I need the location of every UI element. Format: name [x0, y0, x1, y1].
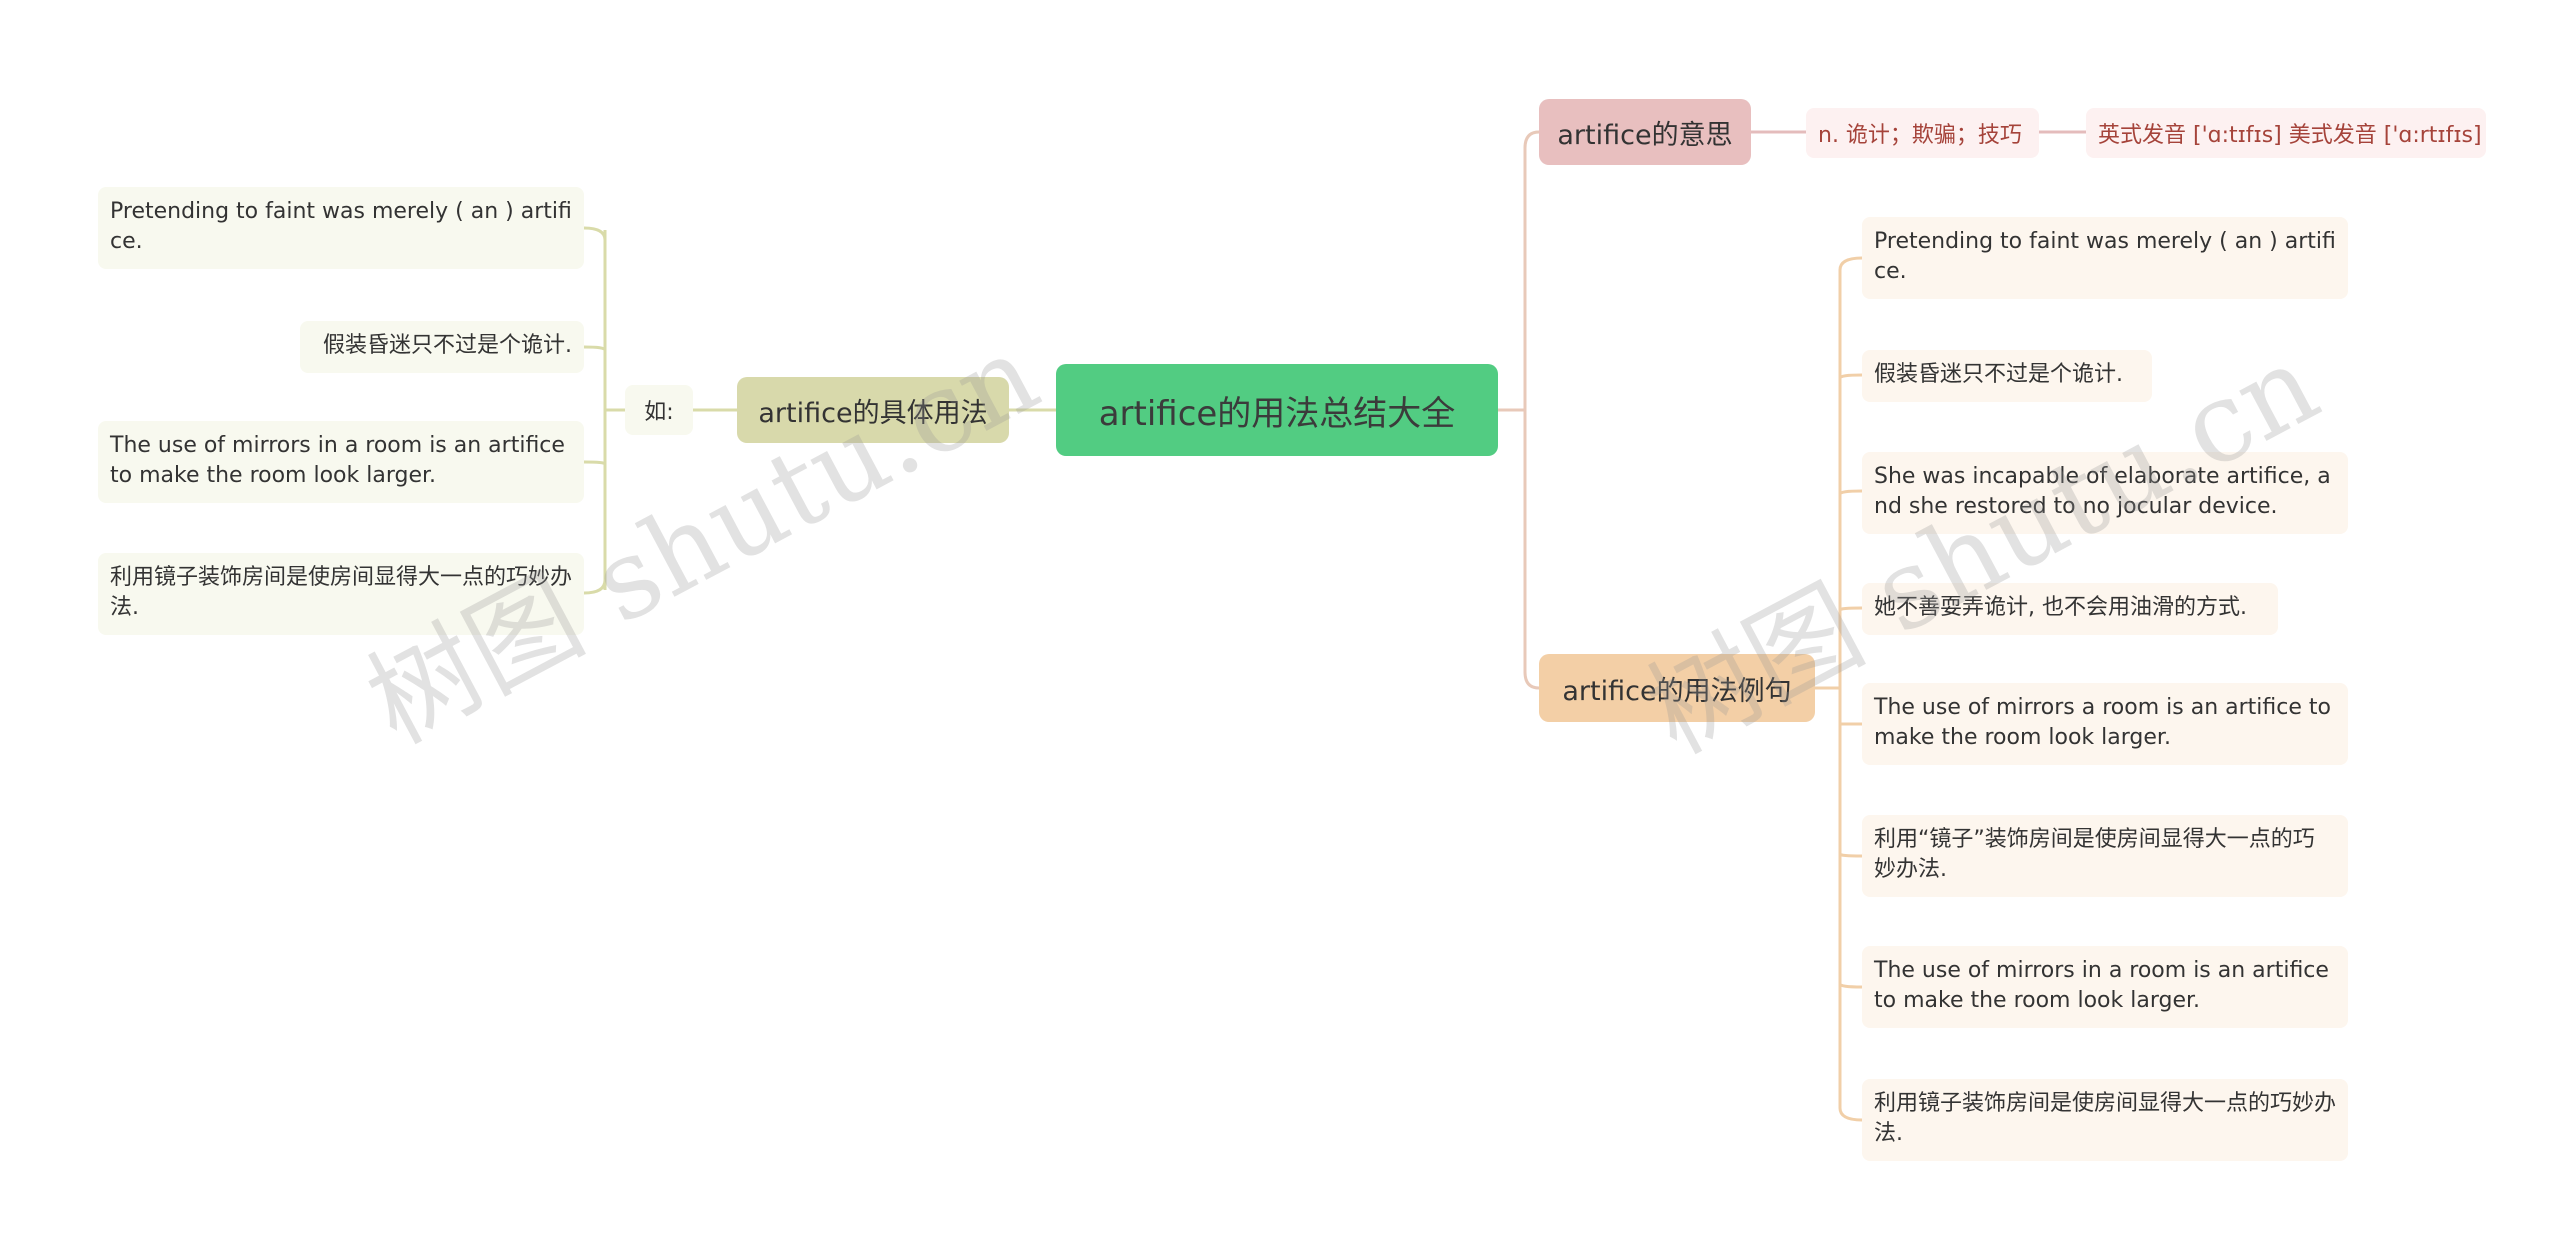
leaf-text: 假装昏迷只不过是个诡计. — [323, 333, 572, 358]
right-leaf-4[interactable]: 她不善耍弄诡计, 也不会用油滑的方式. — [1862, 583, 2278, 635]
right-leaf-3[interactable]: She was incapable of elaborate artifice,… — [1862, 452, 2348, 534]
left-leaf-2[interactable]: 假装昏迷只不过是个诡计. — [300, 321, 584, 373]
branch-meaning[interactable]: artifice的意思 — [1539, 99, 1751, 165]
left-leaf-4[interactable]: 利用镜子装饰房间是使房间显得大一点的巧妙办法. — [98, 553, 584, 635]
definition-text: n. 诡计；欺骗；技巧 — [1818, 123, 2022, 148]
connector-examples-leaves — [1815, 256, 1863, 1122]
center-topic[interactable]: artifice的用法总结大全 — [1056, 364, 1498, 456]
right-leaf-6[interactable]: 利用“镜子”装饰房间是使房间显得大一点的巧妙办法. — [1862, 815, 2348, 897]
pronunciation-text: 英式发音 ['ɑ:tɪfɪs] 美式发音 ['ɑ:rtɪfɪs] — [2098, 123, 2482, 148]
leaf-text: The use of mirrors in a room is an artif… — [1874, 958, 2329, 1013]
center-topic-label: artifice的用法总结大全 — [1098, 393, 1456, 434]
right-leaf-7[interactable]: The use of mirrors in a room is an artif… — [1862, 946, 2348, 1028]
connector-sub-leaves — [583, 226, 625, 595]
right-leaf-1[interactable]: Pretending to faint was merely ( an ) ar… — [1862, 217, 2348, 299]
leaf-text: Pretending to faint was merely ( an ) ar… — [1874, 229, 2336, 284]
leaf-text: 她不善耍弄诡计, 也不会用油滑的方式. — [1874, 595, 2247, 620]
right-leaf-8[interactable]: 利用镜子装饰房间是使房间显得大一点的巧妙办法. — [1862, 1079, 2348, 1161]
meaning-pronunciation[interactable]: 英式发音 ['ɑ:tɪfɪs] 美式发音 ['ɑ:rtɪfɪs] — [2086, 108, 2486, 158]
right-leaf-2[interactable]: 假装昏迷只不过是个诡计. — [1862, 350, 2152, 402]
leaf-text: 利用镜子装饰房间是使房间显得大一点的巧妙办法. — [1874, 1091, 2337, 1146]
left-leaf-3[interactable]: The use of mirrors in a room is an artif… — [98, 421, 584, 503]
sub-topic-examples-intro[interactable]: 如: — [625, 385, 693, 435]
sub-topic-label: 如: — [644, 400, 674, 425]
branch-specific-usage-label: artifice的具体用法 — [758, 397, 988, 429]
branch-example-sentences[interactable]: artifice的用法例句 — [1539, 654, 1815, 722]
left-leaf-1[interactable]: Pretending to faint was merely ( an ) ar… — [98, 187, 584, 269]
leaf-text: 利用“镜子”装饰房间是使房间显得大一点的巧妙办法. — [1874, 827, 2315, 882]
branch-specific-usage[interactable]: artifice的具体用法 — [737, 377, 1009, 443]
leaf-text: 利用镜子装饰房间是使房间显得大一点的巧妙办法. — [110, 565, 573, 620]
branch-meaning-label: artifice的意思 — [1557, 119, 1733, 151]
leaf-text: The use of mirrors a room is an artifice… — [1874, 695, 2331, 750]
connector-center-right — [1498, 130, 1540, 690]
leaf-text: The use of mirrors in a room is an artif… — [110, 433, 565, 488]
right-leaf-5[interactable]: The use of mirrors a room is an artifice… — [1862, 683, 2348, 765]
leaf-text: She was incapable of elaborate artifice,… — [1874, 464, 2331, 519]
branch-example-sentences-label: artifice的用法例句 — [1562, 675, 1792, 707]
leaf-text: 假装昏迷只不过是个诡计. — [1874, 362, 2123, 387]
leaf-text: Pretending to faint was merely ( an ) ar… — [110, 199, 572, 254]
meaning-definition[interactable]: n. 诡计；欺骗；技巧 — [1806, 108, 2039, 158]
